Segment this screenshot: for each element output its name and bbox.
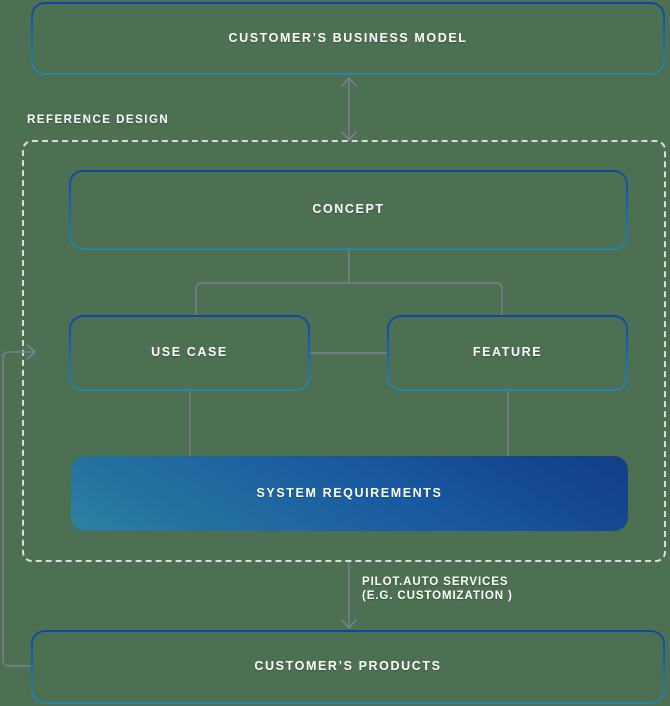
node-feature[interactable]: FEATURE bbox=[387, 315, 628, 391]
node-concept[interactable]: CONCEPT bbox=[69, 170, 628, 250]
node-use-case-label: USE CASE bbox=[151, 345, 228, 360]
reference-design-group bbox=[22, 140, 666, 562]
node-feature-label: FEATURE bbox=[472, 345, 543, 360]
arrowhead-down-customers-products bbox=[341, 619, 357, 629]
pilot-auto-services-annotation: PILOT.AUTO SERVICES (E.G. CUSTOMIZATION … bbox=[362, 576, 513, 603]
node-customers-business-model[interactable]: CUSTOMER’S BUSINESS MODEL bbox=[31, 2, 665, 75]
arrowhead-down-reference-design bbox=[341, 131, 357, 141]
node-customers-products[interactable]: CUSTOMER’S PRODUCTS bbox=[31, 630, 665, 704]
node-concept-label: CONCEPT bbox=[312, 202, 385, 217]
node-customers-business-model-label: CUSTOMER’S BUSINESS MODEL bbox=[228, 30, 468, 45]
node-customers-products-label: CUSTOMER’S PRODUCTS bbox=[254, 659, 442, 674]
arrowhead-up-business-model bbox=[341, 77, 357, 87]
node-system-requirements[interactable]: SYSTEM REQUIREMENTS bbox=[71, 456, 628, 531]
reference-design-group-label: REFERENCE DESIGN bbox=[27, 114, 170, 126]
node-use-case[interactable]: USE CASE bbox=[69, 315, 310, 391]
node-system-requirements-label: SYSTEM REQUIREMENTS bbox=[256, 485, 443, 500]
